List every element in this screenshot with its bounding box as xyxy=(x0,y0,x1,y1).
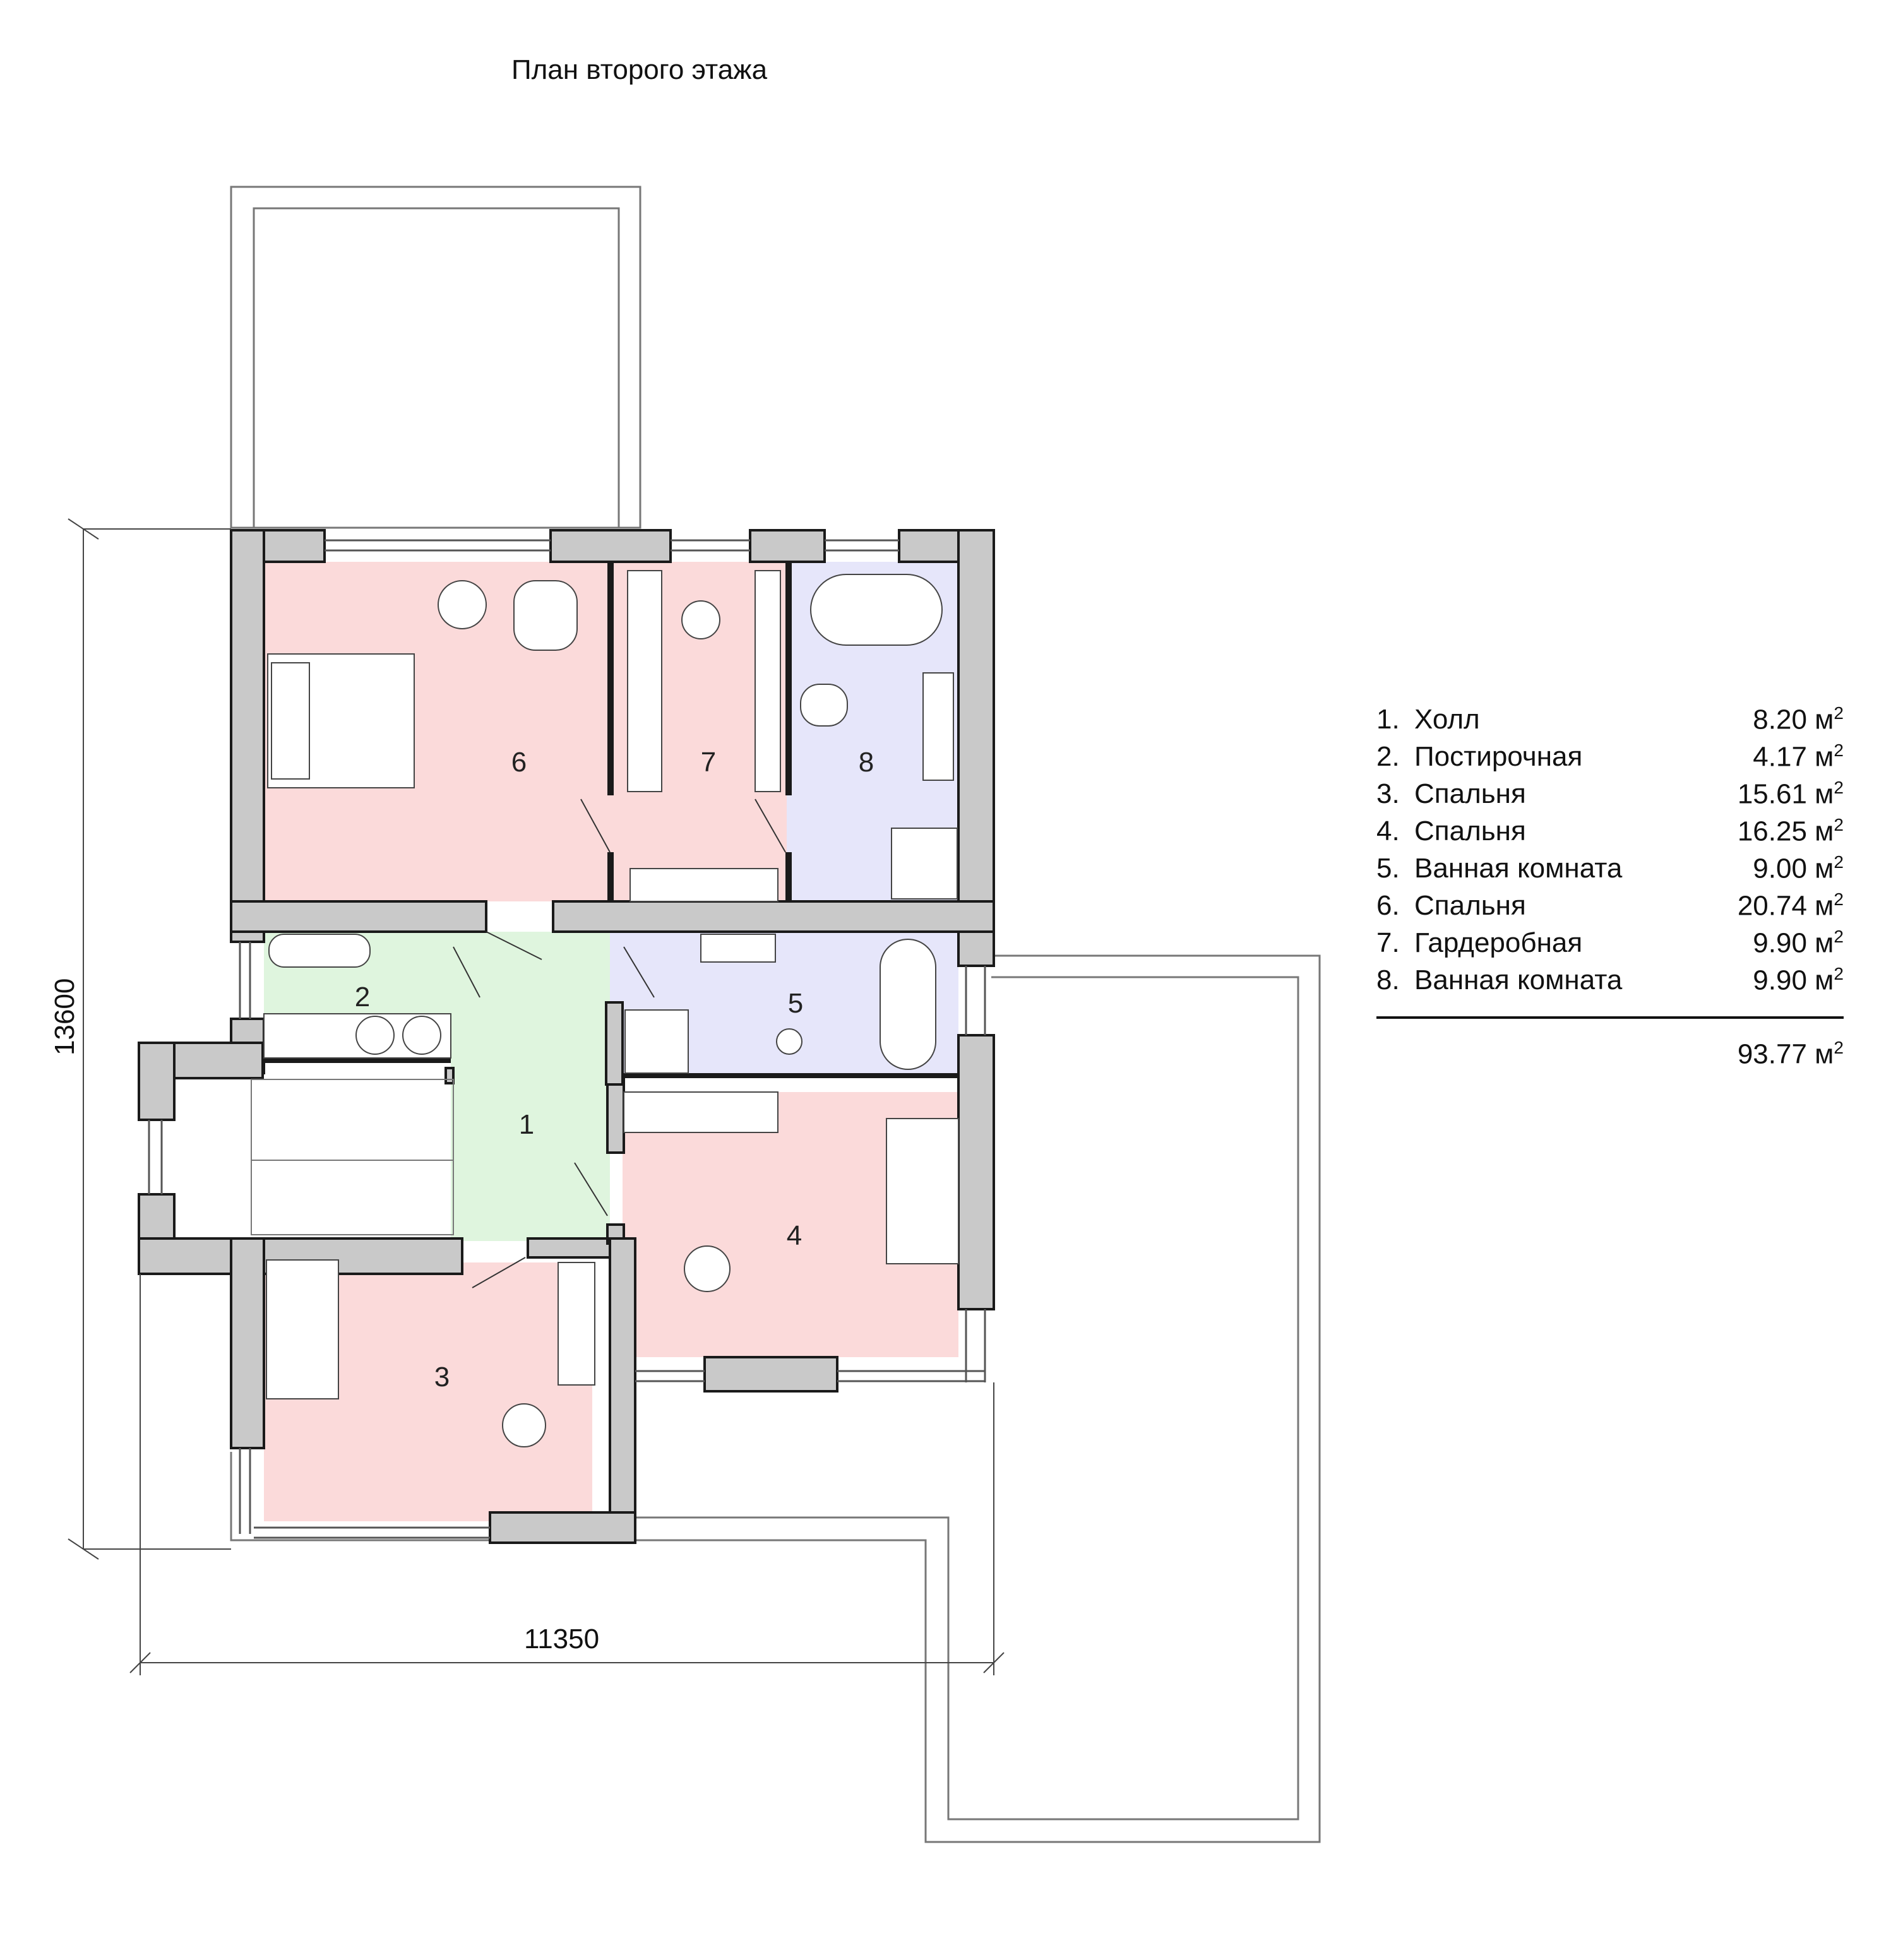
room-label-2: 2 xyxy=(355,982,370,1013)
doors xyxy=(453,799,786,1288)
balcony-south xyxy=(230,1452,490,1541)
terrace-north xyxy=(230,186,641,529)
partitions xyxy=(264,562,958,1078)
legend-divider xyxy=(1376,1016,1844,1019)
room-label-4: 4 xyxy=(787,1220,802,1251)
dimension-width-label: 11350 xyxy=(524,1624,600,1654)
room-label-7: 7 xyxy=(701,747,716,778)
dimension-lines xyxy=(68,518,1005,1675)
room-labels: 1 2 3 4 5 6 7 8 xyxy=(355,747,874,1393)
room-label-5: 5 xyxy=(788,988,803,1019)
windows xyxy=(148,539,986,1539)
room-label-1: 1 xyxy=(519,1109,534,1140)
room-label-6: 6 xyxy=(511,747,527,778)
legend-total-area: 93.77 м2 xyxy=(1737,1038,1844,1070)
dimension-height-label: 13600 xyxy=(49,978,80,1055)
terrace-east xyxy=(635,954,1321,1843)
room-1-fill xyxy=(451,932,610,1241)
room-label-8: 8 xyxy=(859,747,874,778)
page-title: План второго этажа xyxy=(511,54,768,85)
walls xyxy=(138,529,995,1544)
furniture xyxy=(263,570,959,1447)
stairs xyxy=(251,1079,454,1235)
room-label-3: 3 xyxy=(434,1362,450,1393)
